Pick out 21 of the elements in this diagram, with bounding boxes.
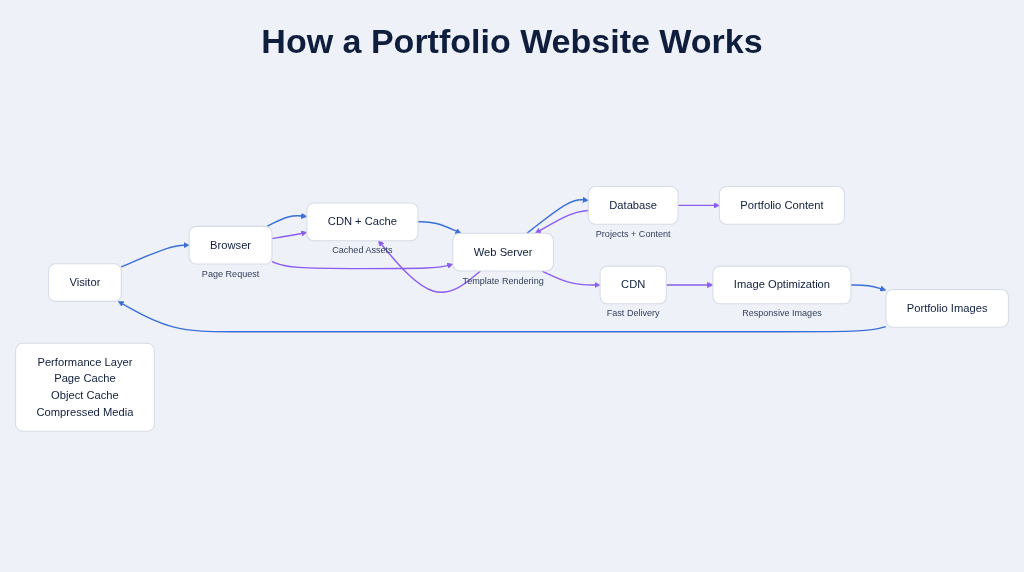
arrow	[117, 301, 887, 333]
node-caption: Responsive Images	[742, 308, 822, 319]
node-caption: Fast Delivery	[606, 308, 660, 319]
arrow	[850, 284, 887, 292]
node-box: Visitor	[48, 263, 122, 303]
diagram-title: How a Portfolio Website Works	[260, 21, 764, 62]
node-box: Image Optimization	[712, 265, 852, 305]
node-caption: Page Request	[201, 268, 260, 279]
arrow	[378, 240, 482, 294]
node-box: Web Server	[452, 232, 554, 272]
node-box: CDN + Cache	[306, 202, 419, 242]
node-box: Portfolio Content	[718, 186, 845, 225]
arrow	[417, 221, 462, 234]
node-box: Browser	[188, 225, 273, 265]
node-box: CDN	[599, 265, 667, 305]
node-box: Database	[587, 186, 679, 225]
node-box: Performance Layer Page Cache Object Cache Compressed Media	[15, 342, 155, 432]
arrow	[526, 196, 589, 235]
node-caption: Projects + Content	[595, 228, 671, 239]
arrow	[541, 270, 601, 289]
node-box: Portfolio Images	[885, 289, 1009, 328]
